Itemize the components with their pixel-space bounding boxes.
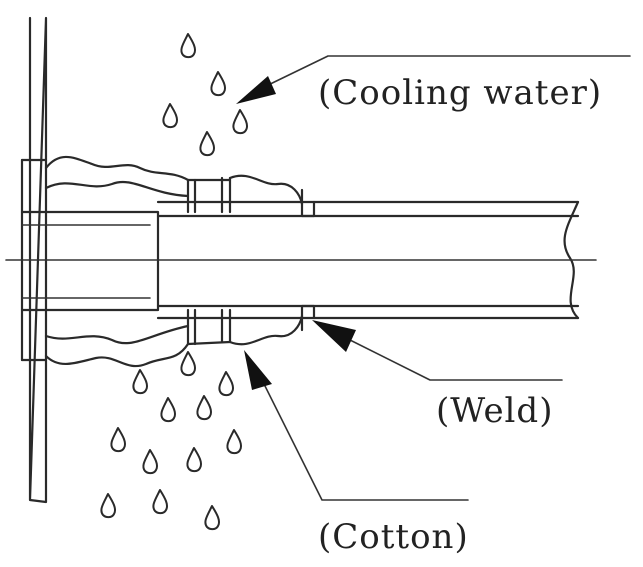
cotton-arrow — [244, 350, 272, 390]
weld-bead — [300, 188, 316, 332]
weld-label: (Weld) — [436, 391, 553, 431]
cotton-leader — [244, 350, 469, 501]
droplet — [160, 397, 177, 423]
droplet — [186, 447, 203, 473]
weld-arrow — [312, 320, 356, 352]
droplet — [132, 369, 149, 395]
pipe — [156, 200, 580, 320]
droplet — [180, 351, 197, 377]
cooling-water-arrow — [236, 76, 276, 104]
cooling-water-leader — [236, 55, 631, 104]
droplet — [180, 33, 197, 59]
droplet — [100, 493, 117, 519]
droplet — [232, 109, 249, 135]
droplet — [204, 505, 221, 531]
cotton-label: (Cotton) — [318, 517, 469, 557]
cotton-wrap — [44, 155, 304, 367]
droplet — [142, 449, 159, 475]
collar-rings — [186, 176, 232, 346]
cooling-water-label: (Cooling water) — [318, 73, 602, 113]
droplet — [162, 103, 179, 129]
droplet — [196, 395, 213, 421]
droplet — [218, 371, 235, 397]
droplet — [152, 489, 169, 515]
water-droplets — [100, 33, 249, 531]
droplet — [226, 429, 243, 455]
droplet — [199, 131, 216, 157]
droplet — [110, 427, 127, 453]
weld-leader — [312, 320, 563, 381]
droplet — [210, 71, 227, 97]
